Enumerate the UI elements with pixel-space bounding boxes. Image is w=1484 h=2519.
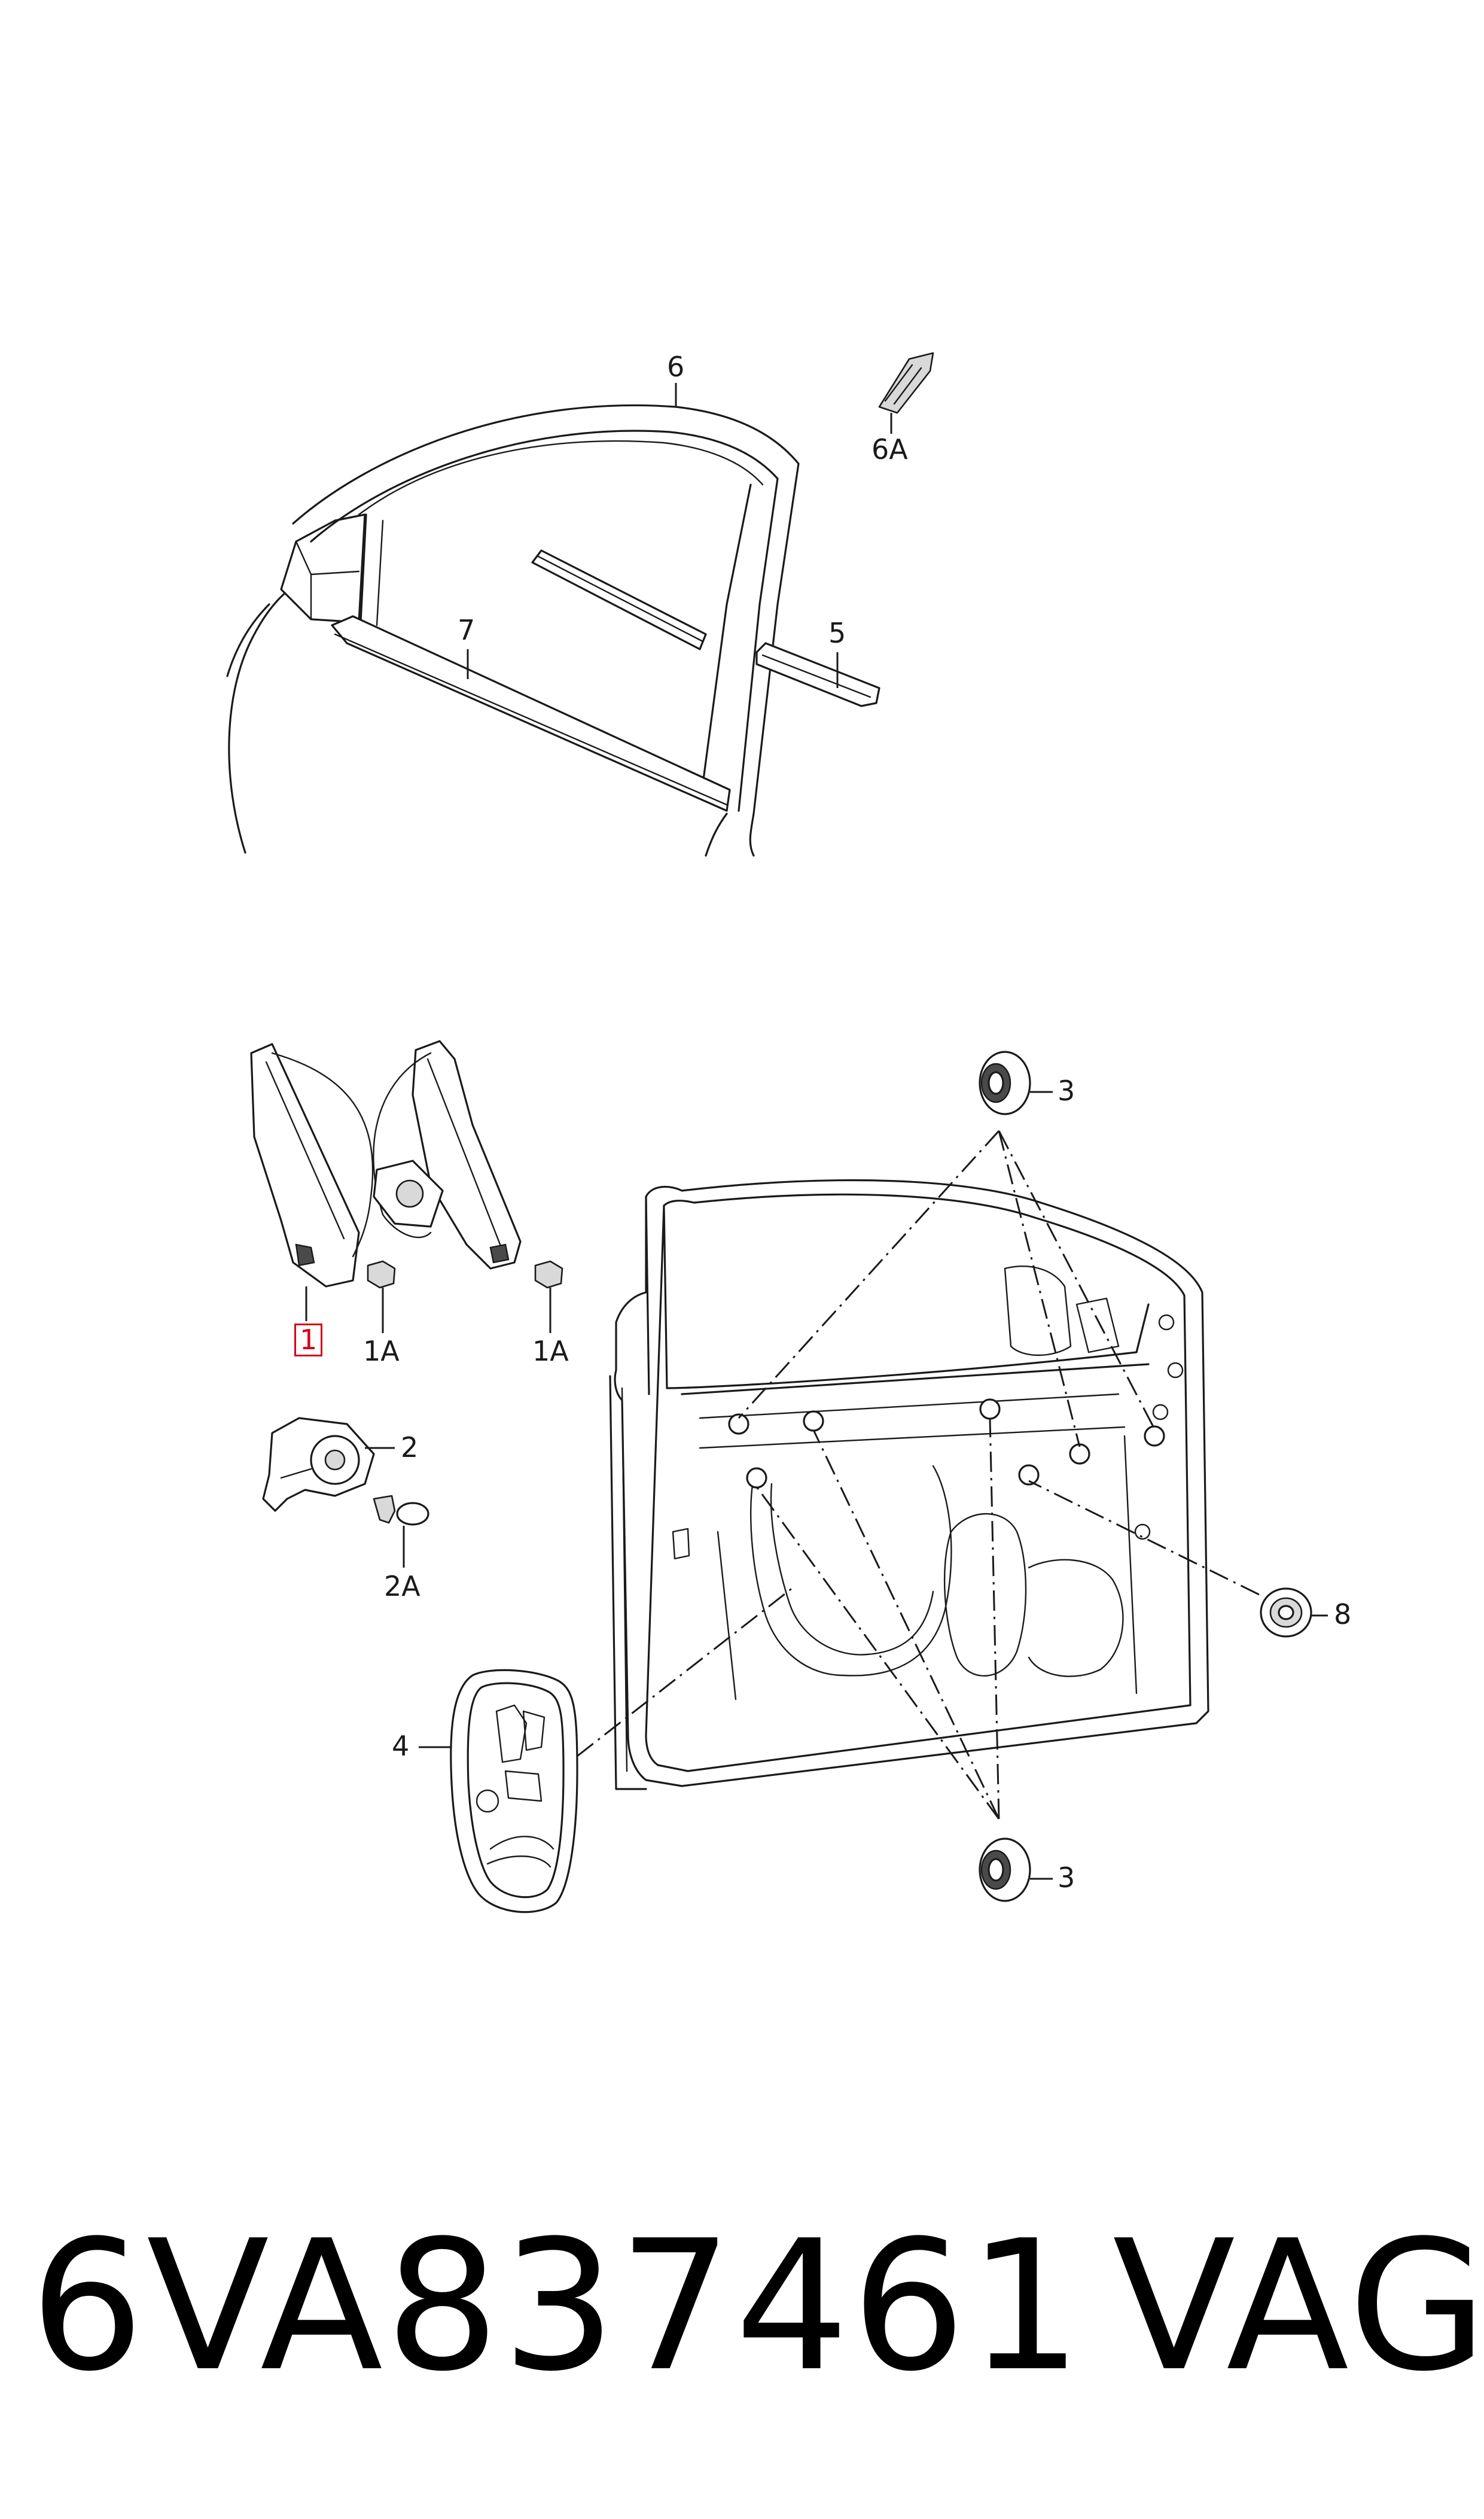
window-motor-drawing: [262, 1417, 375, 1512]
clip-6a-drawing: [878, 352, 934, 414]
tape-roll-top-drawing: [979, 1051, 1031, 1115]
tape-roll-bottom-drawing: [979, 1837, 1031, 1902]
callout-3-bottom[interactable]: 3: [1058, 1861, 1075, 1894]
callout-7[interactable]: 7: [458, 614, 476, 646]
callout-6[interactable]: 6: [667, 351, 685, 383]
screw-2a-drawing: [373, 1495, 429, 1526]
brand-text: VAG: [1113, 2202, 1484, 2411]
callout-5[interactable]: 5: [828, 617, 846, 649]
callout-2a[interactable]: 2A: [384, 1570, 420, 1602]
sealing-foil-drawing: [450, 1669, 578, 1913]
callout-4[interactable]: 4: [392, 1730, 410, 1762]
callout-8[interactable]: 8: [1334, 1598, 1352, 1630]
callout-1a-left[interactable]: 1A: [363, 1335, 400, 1367]
window-regulator-drawing: [250, 1040, 563, 1289]
callout-1a-right[interactable]: 1A: [532, 1335, 569, 1367]
callout-6a[interactable]: 6A: [871, 433, 908, 466]
door-upper-frame-drawing: [226, 404, 880, 857]
callout-1-highlighted[interactable]: 1: [294, 1324, 323, 1356]
part-number-text: 6VA837461: [30, 2202, 1085, 2411]
callout-2[interactable]: 2: [401, 1431, 419, 1464]
grommet-8-drawing: [1260, 1587, 1312, 1638]
door-inner-panel-drawing: [609, 1179, 1209, 1790]
leader-lines: [305, 383, 1328, 1880]
callout-3-top[interactable]: 3: [1058, 1075, 1075, 1107]
